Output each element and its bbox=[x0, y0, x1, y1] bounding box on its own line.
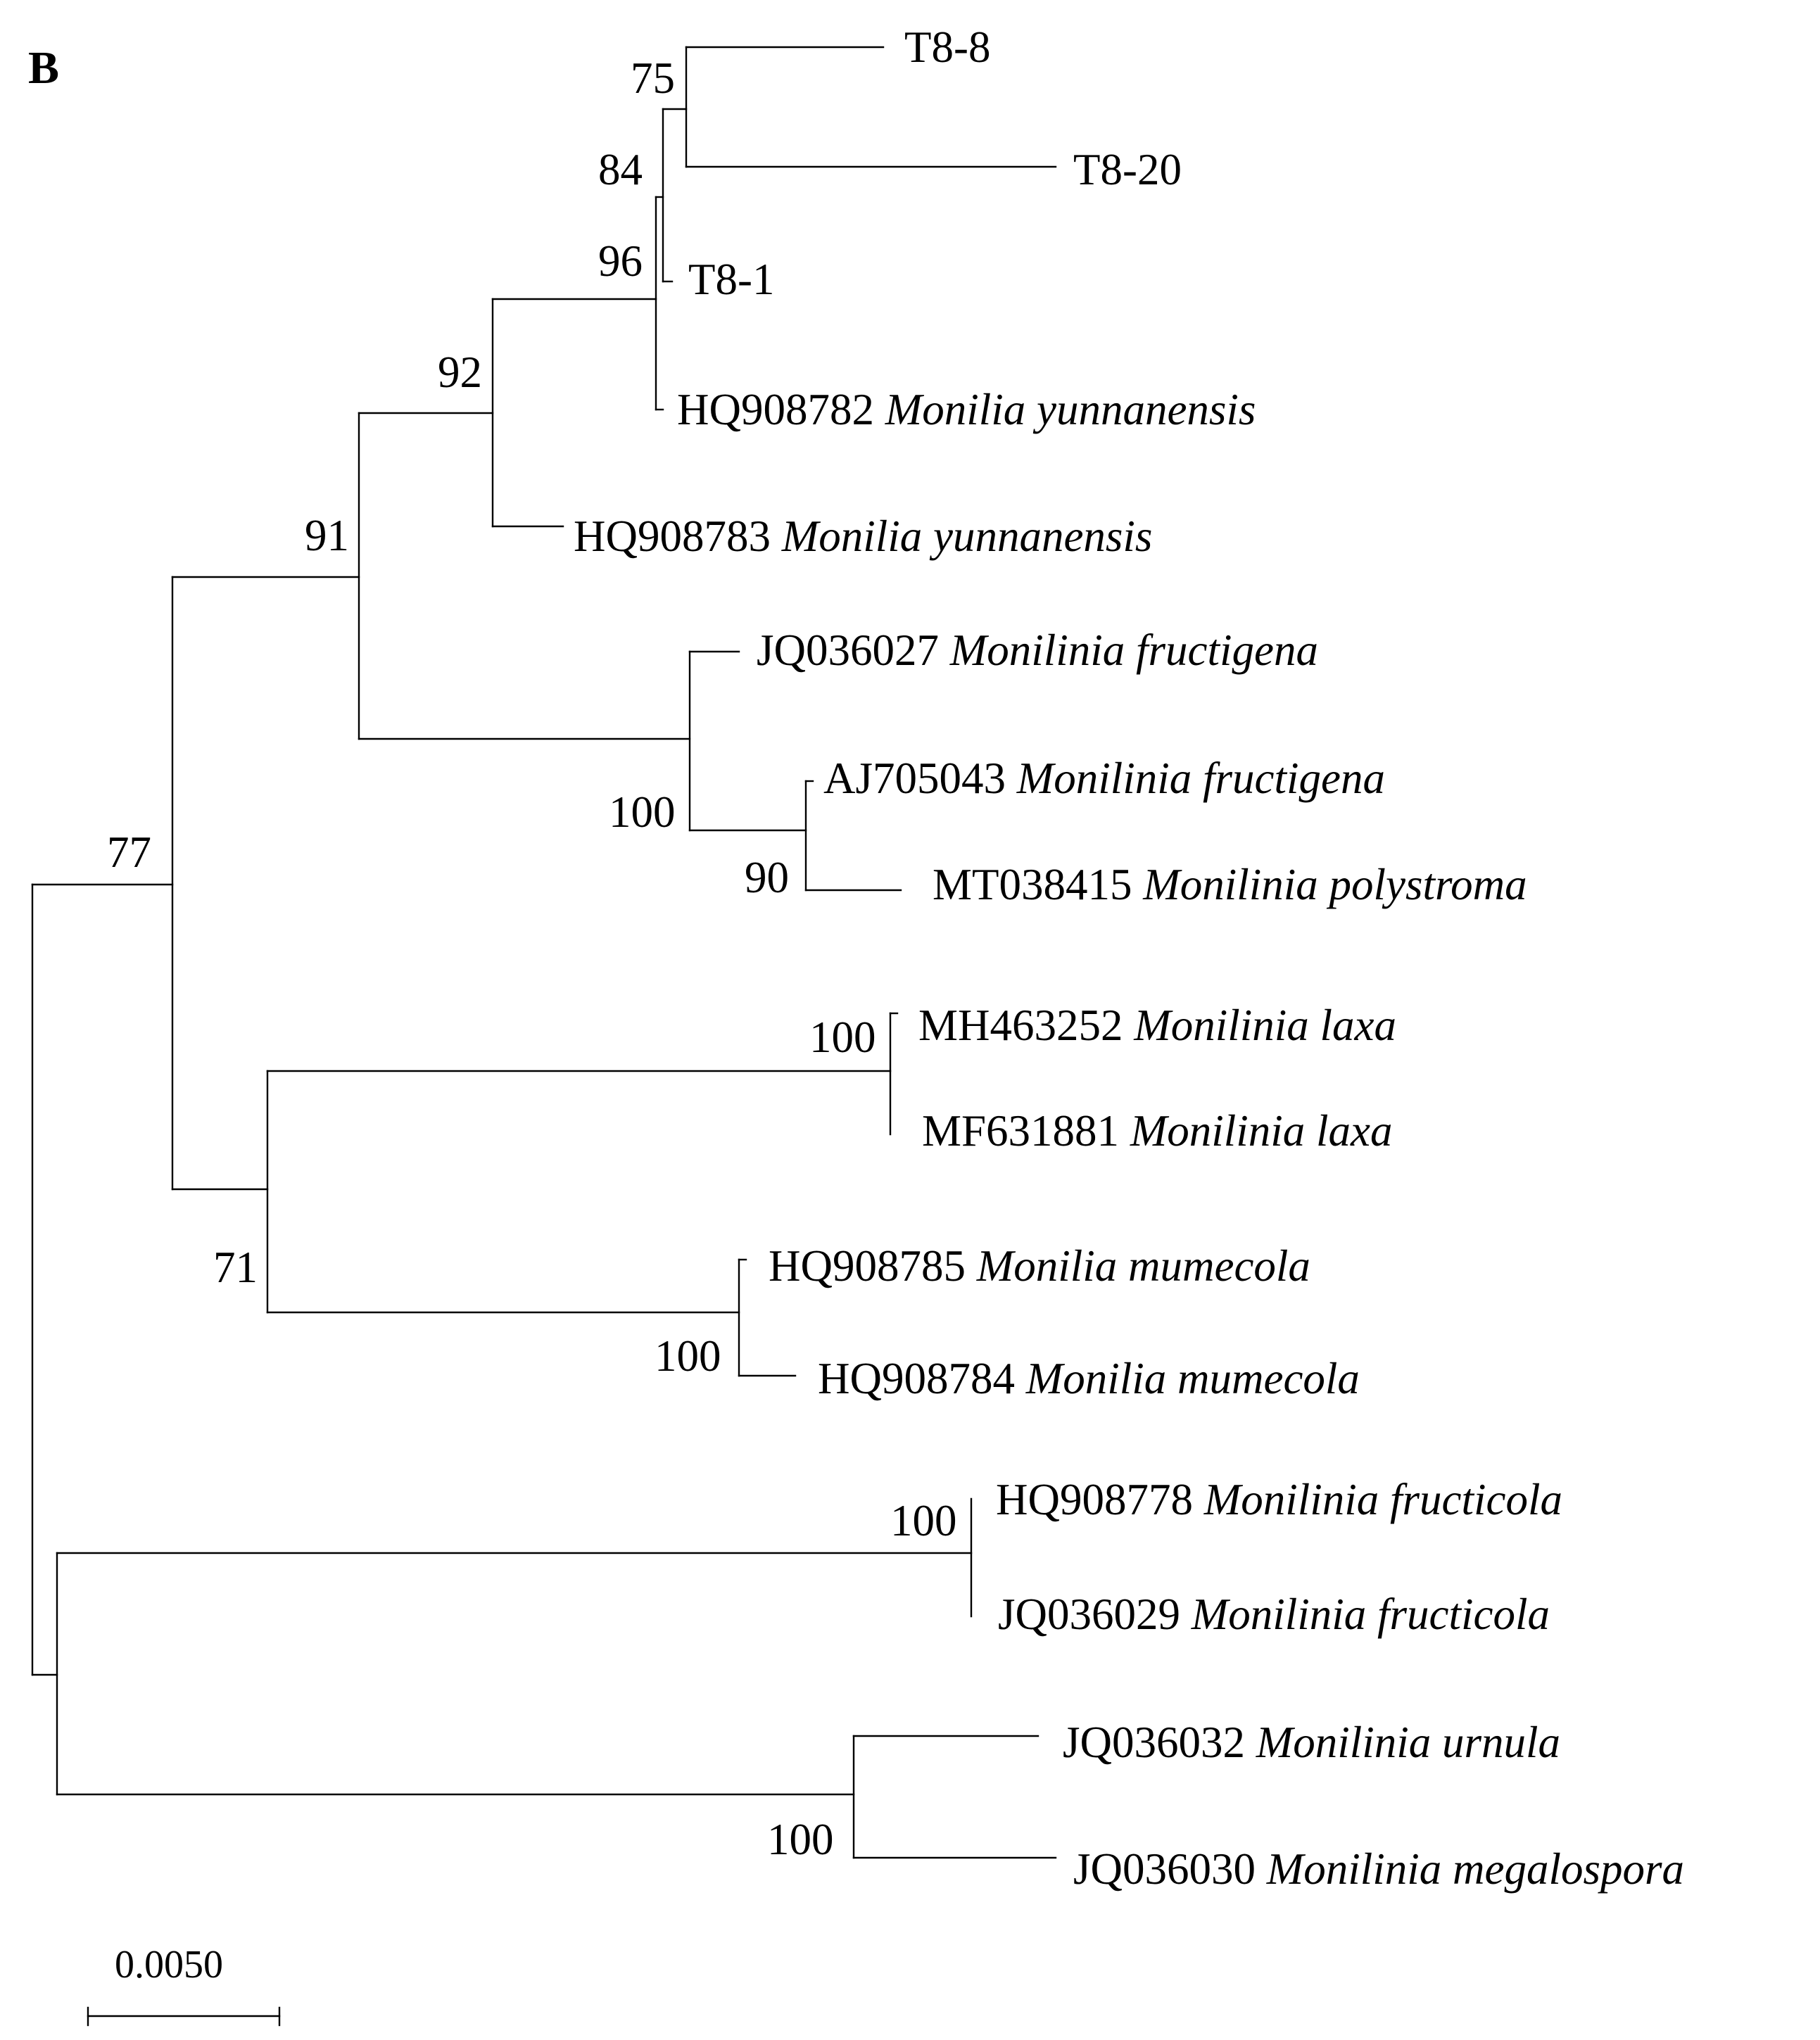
taxon-label-jq036029: JQ036029 Monilinia fructicola bbox=[998, 1590, 1550, 1639]
bootstrap-values: 75 84 96 92 91 100 90 77 100 71 100 100 … bbox=[107, 53, 957, 1864]
bootstrap-84: 84 bbox=[598, 145, 643, 194]
taxon-label-hq908784: HQ908784 Monilia mumecola bbox=[818, 1354, 1360, 1403]
taxon-label-mf631881: MF631881 Monilinia laxa bbox=[922, 1106, 1393, 1155]
taxon-label-hq908783: HQ908783 Monilia yunnanensis bbox=[574, 512, 1152, 561]
bootstrap-92: 92 bbox=[438, 348, 482, 397]
panel-label: B bbox=[28, 42, 59, 94]
bootstrap-100-fructicola: 100 bbox=[890, 1496, 957, 1545]
bootstrap-100-fructigena: 100 bbox=[609, 787, 676, 837]
taxon-label-t8-8: T8-8 bbox=[904, 23, 990, 72]
scale-bar: 0.0050 bbox=[87, 1943, 281, 2027]
taxon-label-hq908782: HQ908782 Monilia yunnanensis bbox=[677, 385, 1256, 434]
bootstrap-100-mumecola: 100 bbox=[655, 1331, 721, 1381]
taxon-label-t8-20: T8-20 bbox=[1073, 145, 1182, 194]
tree-branches bbox=[31, 46, 1057, 1859]
taxon-labels: T8-8 T8-20 T8-1 HQ908782 Monilia yunnane… bbox=[574, 23, 1684, 1894]
bootstrap-96: 96 bbox=[598, 236, 643, 286]
taxon-label-mt038415: MT038415 Monilinia polystroma bbox=[933, 860, 1527, 909]
bootstrap-90: 90 bbox=[745, 853, 789, 902]
taxon-label-aj705043: AJ705043 Monilinia fructigena bbox=[823, 754, 1385, 803]
bootstrap-100-laxa: 100 bbox=[809, 1013, 876, 1062]
bootstrap-91: 91 bbox=[305, 511, 349, 560]
bootstrap-77: 77 bbox=[107, 828, 151, 877]
taxon-label-t8-1: T8-1 bbox=[688, 255, 774, 304]
scale-bar-label: 0.0050 bbox=[115, 1943, 223, 1987]
taxon-label-mh463252: MH463252 Monilinia laxa bbox=[918, 1001, 1396, 1050]
taxon-label-hq908785: HQ908785 Monilia mumecola bbox=[769, 1241, 1310, 1291]
bootstrap-75: 75 bbox=[631, 53, 675, 103]
taxon-label-jq036030: JQ036030 Monilinia megalospora bbox=[1073, 1844, 1684, 1894]
taxon-label-jq036032: JQ036032 Monilinia urnula bbox=[1063, 1718, 1560, 1767]
bootstrap-71: 71 bbox=[213, 1243, 258, 1292]
taxon-label-hq908778: HQ908778 Monilinia fructicola bbox=[996, 1475, 1562, 1524]
bootstrap-100-urnula-megalospora: 100 bbox=[767, 1815, 834, 1864]
taxon-label-jq036027: JQ036027 Monilinia fructigena bbox=[757, 626, 1318, 675]
